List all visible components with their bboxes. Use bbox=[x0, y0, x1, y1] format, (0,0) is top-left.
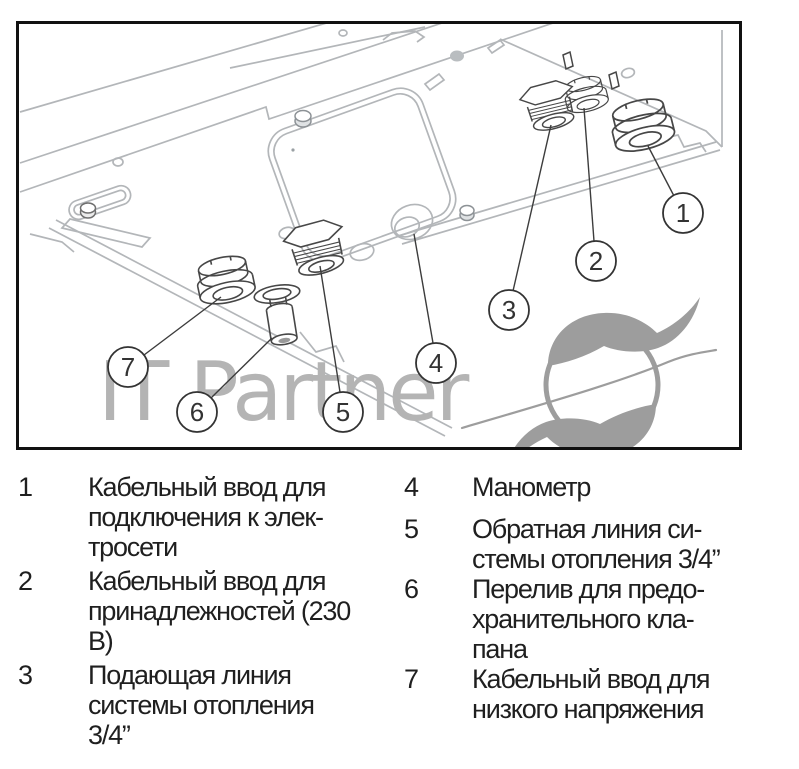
leader-line-6 bbox=[210, 337, 273, 399]
svg-text:2: 2 bbox=[589, 246, 603, 276]
legend-item-6: 6 Перелив для предо- хранительного кла- … bbox=[404, 574, 796, 664]
leader-line-4 bbox=[413, 233, 434, 344]
legend-item-number: 4 bbox=[404, 472, 419, 502]
callout-4: 4 bbox=[415, 342, 457, 384]
watermark-logo-icon bbox=[460, 297, 718, 447]
legend-item-text: Обратная линия си- стемы отопления 3/4” bbox=[472, 514, 721, 574]
callout-7: 7 bbox=[107, 346, 149, 388]
callout-6: 6 bbox=[176, 391, 218, 433]
svg-text:3: 3 bbox=[502, 295, 516, 325]
leader-line-3 bbox=[512, 124, 552, 292]
callout-1: 1 bbox=[662, 192, 704, 234]
legend-item-text: Кабельный ввод для подключения к элек- т… bbox=[88, 472, 327, 562]
legend-item-number: 6 bbox=[404, 574, 419, 604]
legend-item-text: Кабельный ввод для низкого напряжения bbox=[472, 664, 711, 724]
legend-item-number: 2 bbox=[18, 566, 33, 596]
watermark-text: IT Partner bbox=[98, 345, 470, 440]
legend-left-column: 1 Кабельный ввод для подключения к элек-… bbox=[18, 472, 403, 754]
legend-item-text: Кабельный ввод для принадлежностей (230 … bbox=[88, 566, 351, 656]
leader-line-1 bbox=[647, 145, 675, 197]
legend-item-1: 1 Кабельный ввод для подключения к элек-… bbox=[18, 472, 403, 562]
leader-line-7 bbox=[143, 296, 222, 356]
svg-text:4: 4 bbox=[429, 348, 443, 378]
manometer-hole-drawing bbox=[390, 203, 434, 241]
legend-right-column: 4 Манометр 5 Обратная линия си- стемы от… bbox=[404, 472, 796, 724]
legend-item-text: Перелив для предо- хранительного кла- па… bbox=[472, 574, 705, 664]
legend-item-number: 7 bbox=[404, 664, 419, 694]
bottom-panel-drawing bbox=[19, 24, 723, 437]
legend-item-5: 5 Обратная линия си- стемы отопления 3/4… bbox=[404, 514, 796, 574]
legend-item-4: 4 Манометр bbox=[404, 472, 796, 502]
svg-text:7: 7 bbox=[121, 352, 135, 382]
legend-item-number: 5 bbox=[404, 514, 419, 544]
callout-5: 5 bbox=[322, 391, 364, 433]
svg-text:5: 5 bbox=[336, 397, 350, 427]
legend-item-7: 7 Кабельный ввод для низкого напряжения bbox=[404, 664, 796, 724]
legend-item-number: 3 bbox=[18, 660, 33, 690]
leader-line-2 bbox=[583, 107, 595, 242]
hinge-bracket-drawing bbox=[29, 184, 152, 253]
overflow-pipe-drawing bbox=[253, 284, 301, 346]
svg-text:6: 6 bbox=[190, 397, 204, 427]
legend-item-number: 1 bbox=[18, 472, 33, 502]
callout-2: 2 bbox=[575, 240, 617, 282]
legend-item-text: Манометр bbox=[472, 472, 591, 502]
mounting-clips bbox=[562, 50, 620, 91]
legend-item-text: Подающая линия системы отопления 3/4” bbox=[88, 660, 315, 750]
legend-item-2: 2 Кабельный ввод для принадлежностей (23… bbox=[18, 566, 403, 656]
svg-text:1: 1 bbox=[676, 198, 690, 228]
callout-3: 3 bbox=[488, 289, 530, 331]
cover-plate-drawing bbox=[267, 87, 457, 263]
cover-screws bbox=[294, 50, 475, 222]
leader-lines bbox=[143, 107, 675, 399]
leader-line-5 bbox=[319, 265, 341, 393]
legend-item-3: 3 Подающая линия системы отопления 3/4” bbox=[18, 660, 403, 750]
hinge-screw bbox=[79, 202, 97, 219]
boiler-bottom-diagram: IT Partner 1 bbox=[16, 21, 742, 450]
